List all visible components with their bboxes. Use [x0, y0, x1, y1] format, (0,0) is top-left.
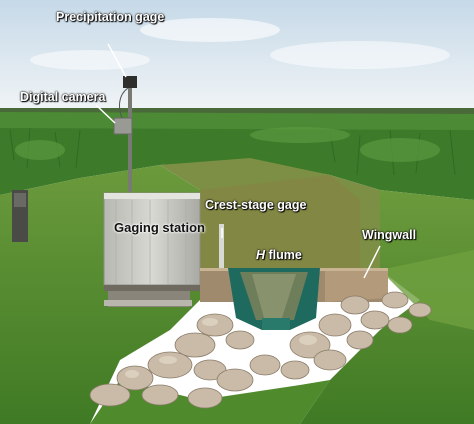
instrument-mast — [128, 82, 132, 192]
gaging-station-label: Gaging station — [114, 220, 205, 235]
precipitation-gage-label: Precipitation gage — [56, 10, 165, 24]
crest-stage-gage-label: Crest-stage gage — [205, 198, 307, 212]
h-flume-label-suffix: flume — [265, 248, 302, 262]
wingwall — [325, 268, 388, 302]
gaging-station — [103, 192, 201, 286]
riprap-rocks — [89, 291, 432, 409]
grass-waterway — [160, 158, 380, 270]
digital-camera-label: Digital camera — [20, 90, 106, 104]
h-flume-label: H flume — [256, 248, 302, 263]
wingwall-label: Wingwall — [362, 228, 417, 242]
crest-stage-gage — [219, 224, 224, 270]
h-flume-label-prefix: H — [256, 248, 266, 262]
leader-lines — [95, 43, 381, 279]
precipitation-gage — [123, 76, 137, 88]
digital-camera — [113, 117, 133, 135]
